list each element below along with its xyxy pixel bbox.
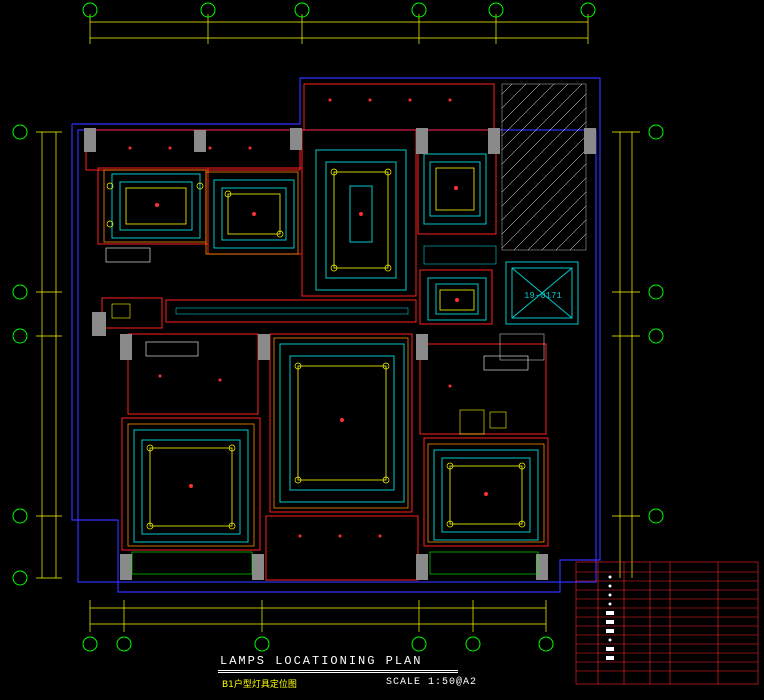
columns — [84, 128, 596, 580]
ceiling-outlines — [111, 149, 579, 543]
room-label: 19-0171 — [524, 291, 562, 301]
lamp-points — [128, 98, 488, 538]
walls — [85, 83, 549, 581]
title-underline-2 — [218, 672, 458, 673]
top-dimensions — [89, 14, 589, 44]
ceiling-steps — [125, 167, 523, 527]
legend-table — [575, 561, 759, 685]
left-dimensions — [36, 131, 62, 579]
drawing-scale: SCALE 1:50@A2 — [386, 677, 478, 688]
title-underline — [218, 670, 458, 671]
balcony-hatch — [501, 83, 587, 251]
lamp-symbols — [106, 168, 526, 530]
outer-frame — [71, 77, 601, 593]
drawing-subtitle: B1户型灯具定位图 — [222, 680, 297, 690]
bottom-dimensions — [89, 600, 547, 632]
grid-bubbles — [12, 2, 664, 652]
drawing-title: LAMPS LOCATIONING PLAN — [220, 654, 423, 668]
fixtures — [105, 245, 545, 575]
right-dimensions — [612, 131, 640, 578]
trim-lines — [103, 169, 545, 547]
legend-symbols — [606, 575, 614, 660]
